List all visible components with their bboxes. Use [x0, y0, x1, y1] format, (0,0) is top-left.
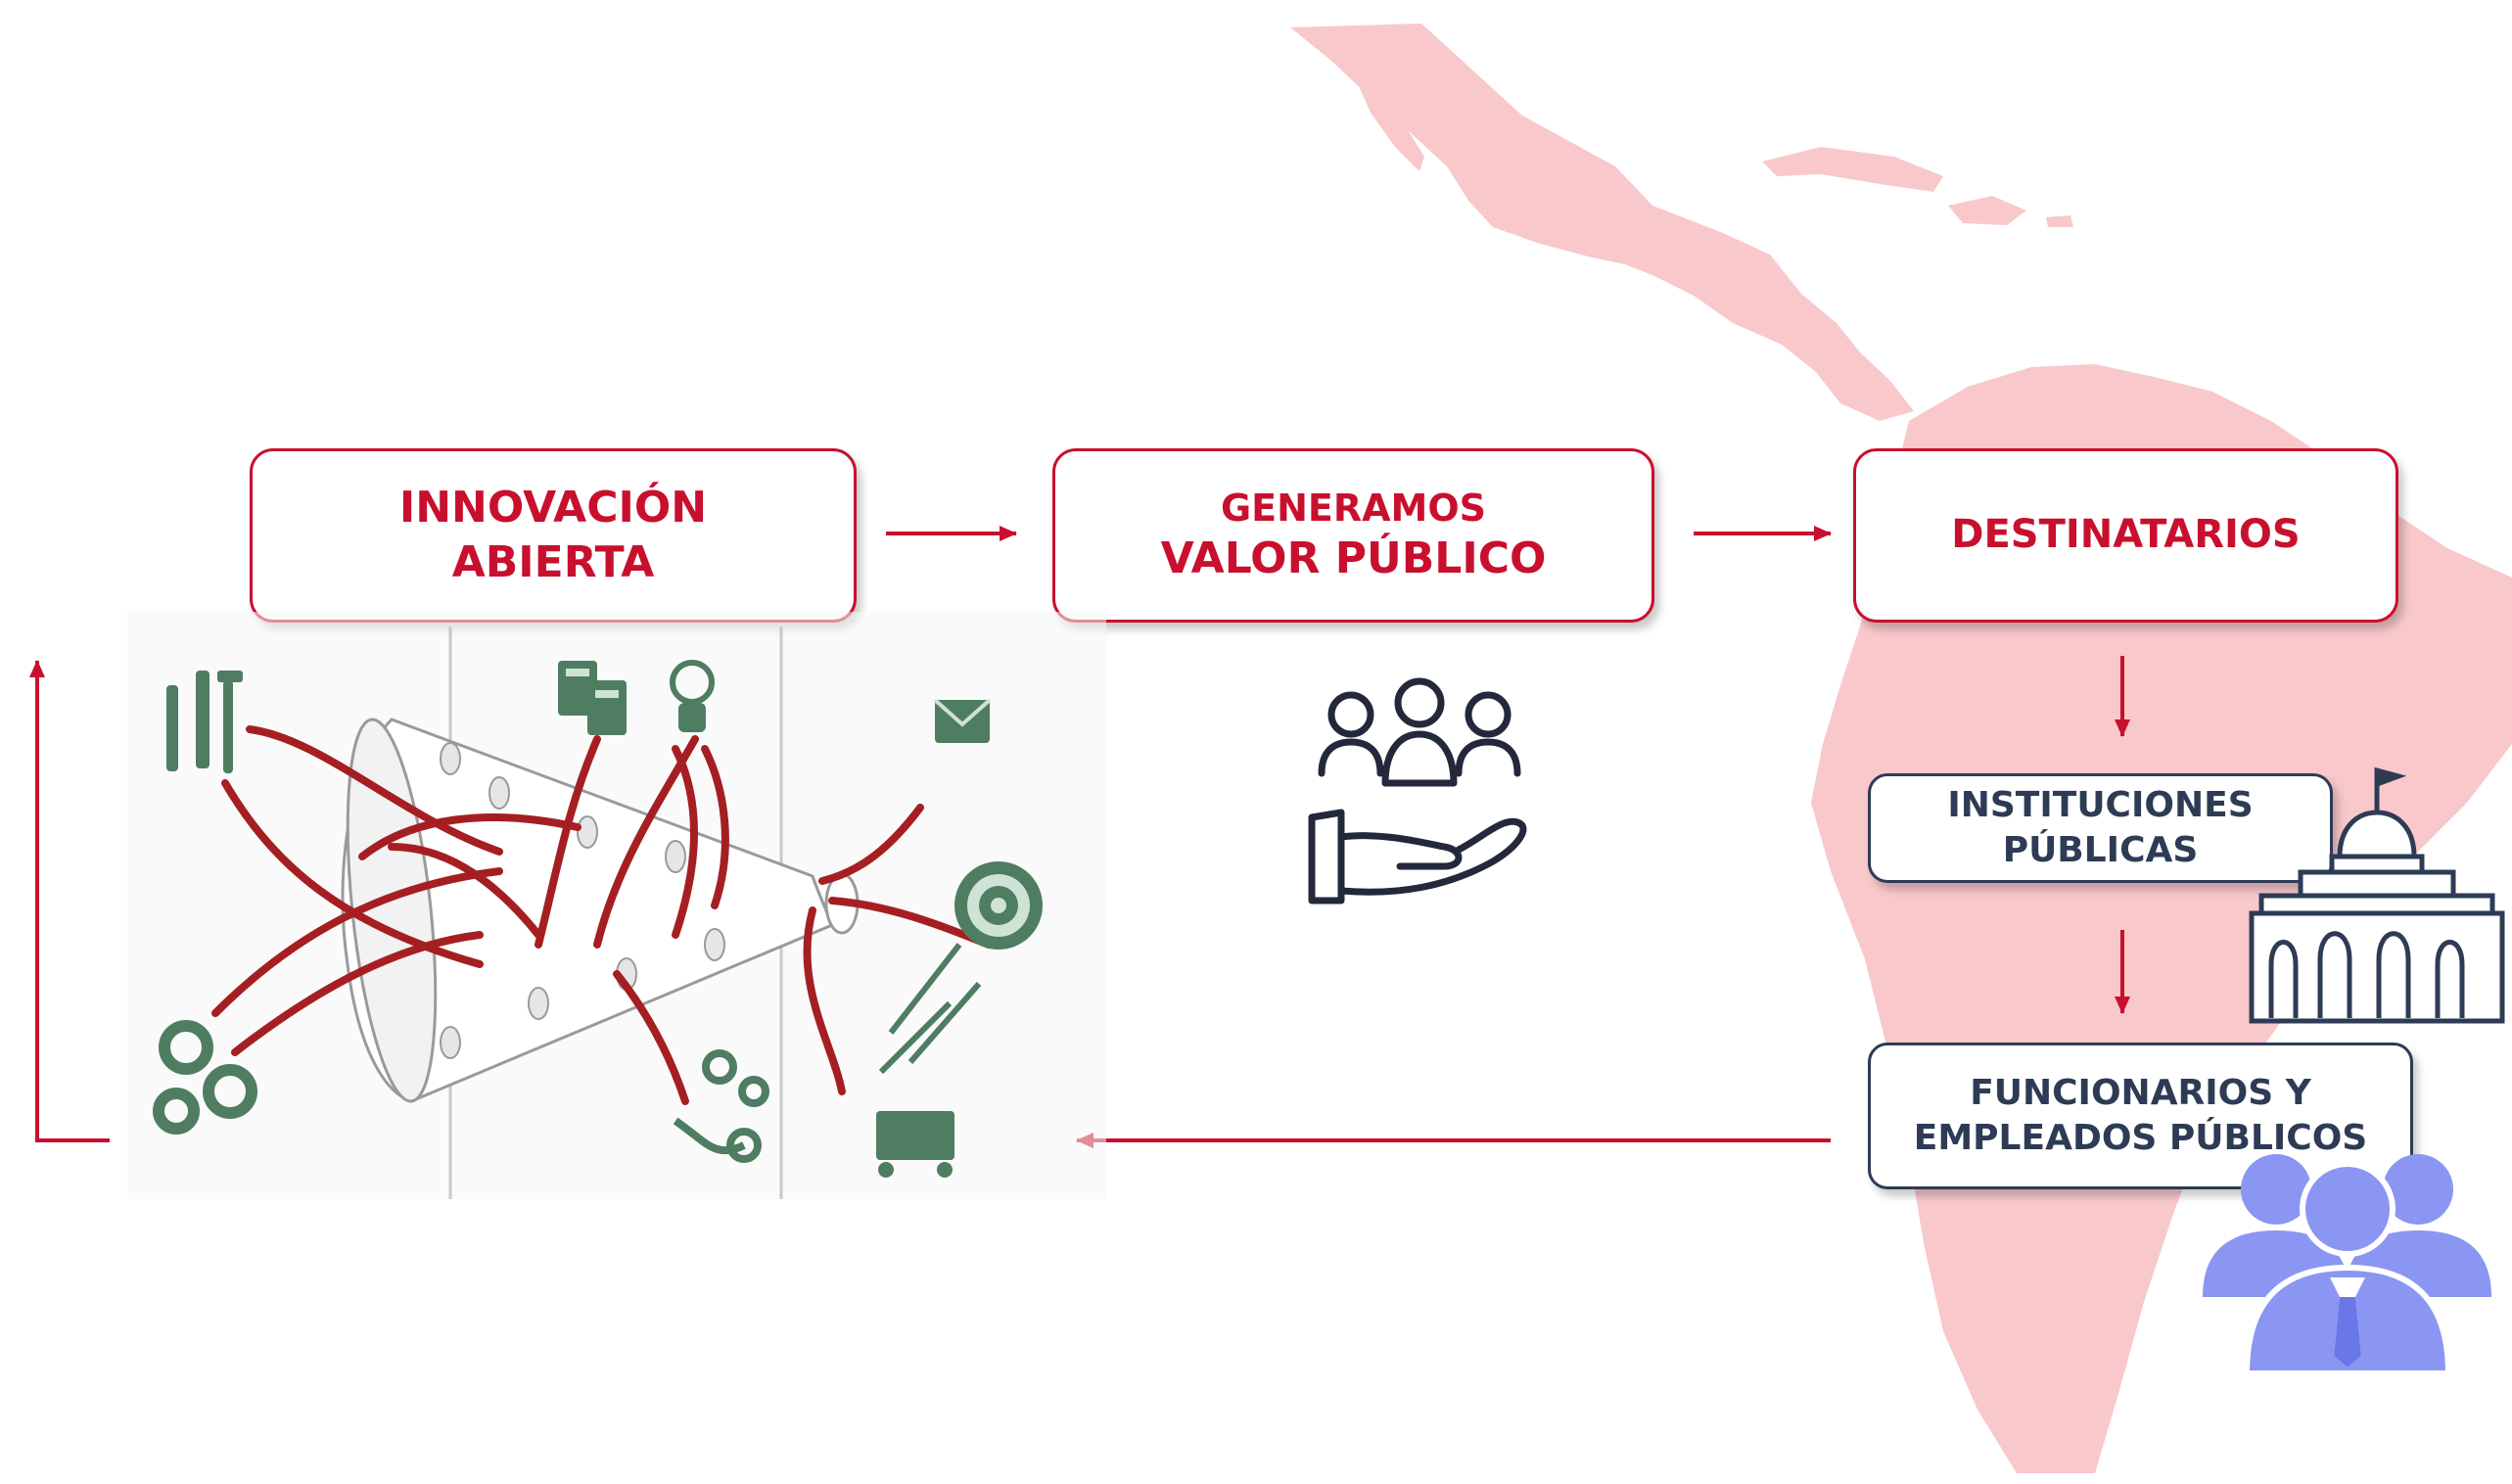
box-funcionarios-line2: EMPLEADOS PÚBLICOS	[1913, 1118, 2368, 1158]
tools-icon	[166, 671, 243, 773]
box-instituciones-line1: INSTITUCIONES	[1947, 784, 2254, 825]
gears-icon	[153, 1020, 257, 1135]
box-innovacion-line1: INNOVACIÓN	[398, 482, 708, 533]
building-icon	[2249, 766, 2505, 1024]
box-instituciones-line2: PÚBLICAS	[2002, 830, 2199, 870]
process-gears-icon	[673, 1049, 769, 1163]
arrow-loop-up	[29, 660, 110, 1142]
box-innovacion-abierta: INNOVACIÓN ABIERTA	[250, 448, 857, 623]
box-generamos-line2: VALOR PÚBLICO	[1160, 533, 1547, 584]
lightbulb-icon	[670, 660, 715, 732]
box-innovacion-line2: ABIERTA	[451, 537, 655, 587]
users-icon	[2203, 1154, 2491, 1375]
box-funcionarios-line1: FUNCIONARIOS Y	[1970, 1072, 2311, 1113]
target-icon	[878, 861, 1043, 1075]
people-hand-icon	[1308, 677, 1527, 904]
box-destinatarios: DESTINATARIOS	[1853, 448, 2398, 623]
money-icon	[558, 661, 627, 735]
mail-icon	[933, 698, 992, 743]
box-destinatarios-label: DESTINATARIOS	[1951, 512, 2301, 558]
box-generamos-valor-publico: GENERAMOS VALOR PÚBLICO	[1052, 448, 1654, 623]
box-generamos-line1: GENERAMOS	[1220, 486, 1487, 530]
box-funcionarios-empleados: FUNCIONARIOS Y EMPLEADOS PÚBLICOS	[1868, 1043, 2413, 1189]
box-instituciones-publicas: INSTITUCIONES PÚBLICAS	[1868, 773, 2333, 883]
cart-icon	[876, 1111, 954, 1178]
open-innovation-funnel-illustration	[127, 612, 1106, 1199]
